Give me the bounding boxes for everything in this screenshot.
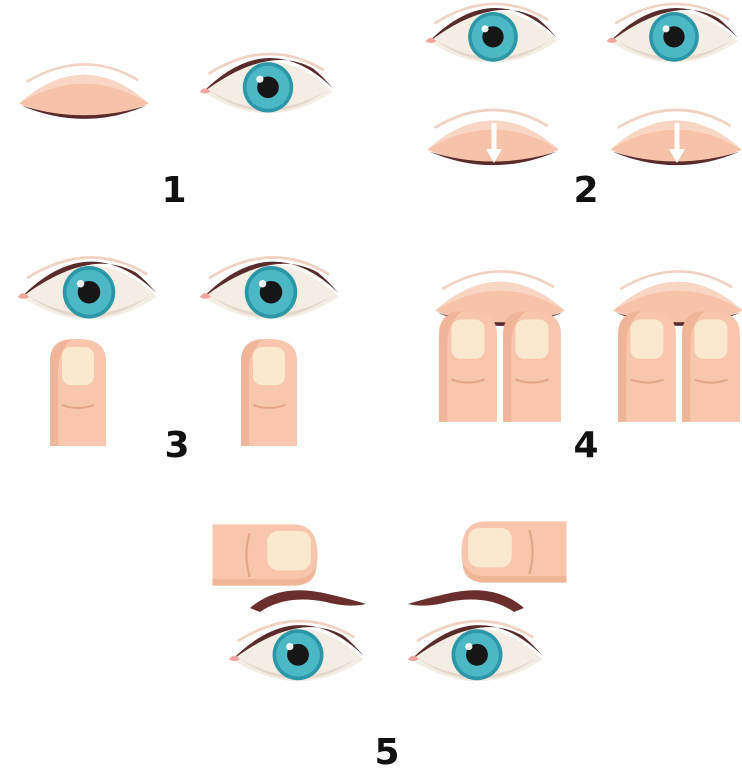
step-1-illustration <box>19 54 333 119</box>
step-4-number: 4 <box>573 428 598 464</box>
step-5-number: 5 <box>374 735 399 771</box>
step-3-illustration <box>18 257 339 446</box>
open-eye-right-illustration <box>408 621 543 681</box>
fingertip-left-a-illustration <box>439 311 497 422</box>
open-eye-upper-right-illustration <box>607 4 738 63</box>
step-4-illustration <box>435 271 742 421</box>
eyebrow-right-illustration <box>408 590 524 612</box>
open-eye-left-illustration <box>229 621 364 681</box>
step-2-number: 2 <box>573 173 598 209</box>
fingertip-right-illustration <box>462 521 567 582</box>
fingertip-left-illustration <box>213 524 318 585</box>
fingertip-right-a-illustration <box>618 311 676 422</box>
open-eye-upper-left-illustration <box>426 4 557 63</box>
open-eye-right-illustration <box>200 54 333 113</box>
step-5-illustration <box>213 521 567 681</box>
fingertip-right-illustration <box>241 339 297 446</box>
step-3-number: 3 <box>164 428 189 464</box>
open-eye-left-illustration <box>18 257 157 319</box>
step-1-number: 1 <box>161 173 186 209</box>
fingertip-right-b-illustration <box>682 311 740 422</box>
fingertip-left-illustration <box>50 339 106 446</box>
closed-eye-left-illustration <box>19 64 149 118</box>
open-eye-right-illustration <box>200 257 339 319</box>
eyebrow-left-illustration <box>250 590 366 612</box>
step-2-illustration <box>426 4 742 165</box>
fingertip-left-b-illustration <box>503 311 561 422</box>
